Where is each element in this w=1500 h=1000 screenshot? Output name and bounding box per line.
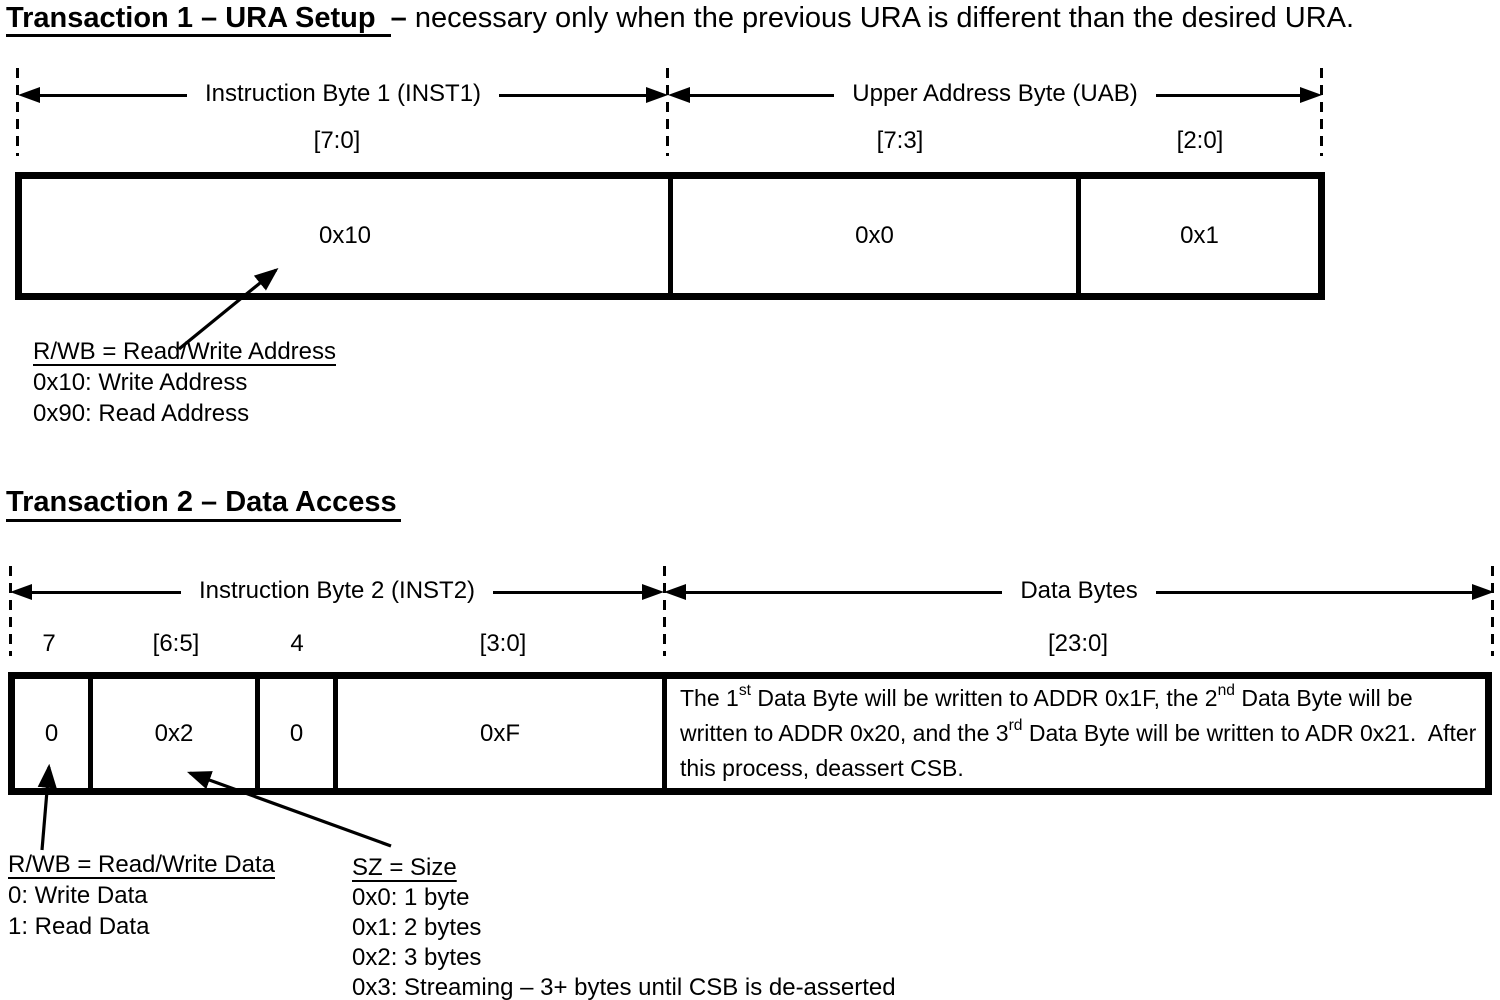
addr-value: 0xF <box>479 719 520 747</box>
sz-bits-cell: 0x2 <box>88 679 255 788</box>
arrow-line <box>690 93 835 97</box>
bit4-value: 0 <box>289 719 304 747</box>
boundary-dash <box>1320 68 1323 156</box>
note-line: 1: Read Data <box>8 913 150 940</box>
sz-value: 0x2 <box>154 719 194 747</box>
transaction1-title: Transaction 1 – URA Setup – necessary on… <box>6 2 1355 37</box>
uab-bits-2-0-cell: 0x1 <box>1076 179 1318 293</box>
inst2-span-arrow: Instruction Byte 2 (INST2) <box>10 577 664 604</box>
bit-range-label: [23:0] <box>1047 630 1109 657</box>
boundary-dash <box>16 68 19 156</box>
transaction1-heading-note: necessary only when the previous URA is … <box>414 2 1355 34</box>
inst1-value: 0x10 <box>318 222 372 249</box>
uab-low-value: 0x1 <box>1180 222 1219 249</box>
inst2-data-box: 0 0x2 0 0xF The 1st Data Byte will be wr… <box>8 672 1492 795</box>
bit-range-label: [3:0] <box>479 630 527 657</box>
arrow-line <box>1155 93 1301 97</box>
uab-span-label: Upper Address Byte (UAB) <box>852 80 1138 107</box>
arrowhead-right-icon <box>646 87 668 103</box>
inst2-span-label: Instruction Byte 2 (INST2) <box>198 577 476 604</box>
arrow-line <box>1155 590 1473 594</box>
boundary-dash <box>1491 566 1494 656</box>
note-line: 0x90: Read Address <box>33 400 250 427</box>
arrow-line <box>32 590 181 594</box>
uab-span-arrow: Upper Address Byte (UAB) <box>668 80 1323 107</box>
arrowhead-right-icon <box>642 584 664 600</box>
note-line: 0x0: 1 byte <box>352 884 470 911</box>
rwb-bit-value: 0 <box>44 719 59 747</box>
bit-range-label: [7:3] <box>876 127 924 154</box>
arrow-line <box>686 590 1003 594</box>
data-bytes-note-cell: The 1st Data Byte will be written to ADD… <box>662 679 1485 788</box>
bit-range-label: [7:0] <box>313 127 361 154</box>
transaction1-heading: Transaction 1 – URA Setup <box>6 2 391 37</box>
rwb-address-note-heading: R/WB = Read/Write Address <box>33 338 336 365</box>
arrowhead-left-icon <box>18 87 40 103</box>
bit-range-label: 4 <box>290 630 304 657</box>
uab-high-value: 0x0 <box>855 222 894 249</box>
arrowhead-right-icon <box>1472 584 1495 600</box>
note-line: 0: Write Data <box>8 882 148 909</box>
inst1-span-label: Instruction Byte 1 (INST1) <box>204 80 482 107</box>
note-line: 0x10: Write Address <box>33 369 248 396</box>
arrowhead-left-icon <box>664 584 686 600</box>
rwb-bit-cell: 0 <box>15 679 88 788</box>
note-line: 0x3: Streaming – 3+ bytes until CSB is d… <box>352 974 896 1000</box>
rwb-address-note: R/WB = Read/Write Address 0x10: Write Ad… <box>33 336 336 429</box>
bit-range-label: 7 <box>42 630 56 657</box>
arrow-line <box>40 93 187 97</box>
arrow-line <box>493 590 642 594</box>
note-line: 0x2: 3 bytes <box>352 944 482 971</box>
addr-bits-cell: 0xF <box>333 679 662 788</box>
rwb-data-note: R/WB = Read/Write Data 0: Write Data 1: … <box>8 849 275 942</box>
arrowhead-left-icon <box>668 87 690 103</box>
boundary-dash <box>9 566 12 656</box>
boundary-dash <box>666 68 669 156</box>
sz-note-heading: SZ = Size <box>352 854 457 881</box>
transaction2-heading: Transaction 2 – Data Access <box>6 486 401 522</box>
arrowhead-right-icon <box>1300 87 1323 103</box>
uab-bits-7-3-cell: 0x0 <box>668 179 1076 293</box>
inst1-uab-box: 0x10 0x0 0x1 <box>15 172 1325 300</box>
boundary-dash <box>663 566 666 656</box>
inst1-byte-cell: 0x10 <box>22 179 668 293</box>
arrow-line <box>499 93 646 97</box>
bit-range-label: [6:5] <box>152 630 200 657</box>
inst1-span-arrow: Instruction Byte 1 (INST1) <box>18 80 668 107</box>
sz-note: SZ = Size 0x0: 1 byte 0x1: 2 bytes 0x2: … <box>352 853 896 1000</box>
rwb-data-note-heading: R/WB = Read/Write Data <box>8 851 275 878</box>
data-bytes-span-arrow: Data Bytes <box>664 577 1495 604</box>
bit4-cell: 0 <box>255 679 333 788</box>
arrowhead-left-icon <box>10 584 32 600</box>
data-bytes-span-label: Data Bytes <box>1020 577 1138 604</box>
note-line: 0x1: 2 bytes <box>352 914 482 941</box>
bit-range-label: [2:0] <box>1176 127 1224 154</box>
transaction1-heading-dash: – <box>390 2 415 34</box>
